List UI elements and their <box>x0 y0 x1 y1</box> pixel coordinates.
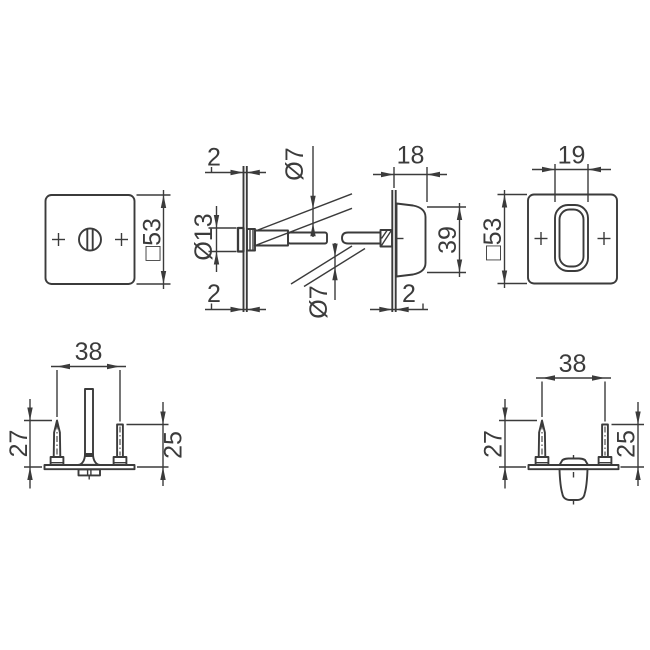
dim-label-boss-diameter: Ø13 <box>190 213 218 260</box>
thumb-turn-grip-front <box>554 204 589 272</box>
dimension-screw-spacing: 38 <box>536 350 611 422</box>
escutcheon-plate-outline <box>44 194 136 285</box>
dim-label-grip-height: 39 <box>434 226 462 254</box>
dim-label-spindle-diameter-bottom: Ø7 <box>305 285 333 318</box>
cross-mark-right <box>597 232 611 245</box>
dim-label-grip-width: 19 <box>558 142 586 170</box>
cross-mark-left <box>534 232 548 245</box>
emergency-release-slot <box>78 227 102 252</box>
dim-label-plate-size-right: □53 <box>479 218 507 261</box>
spindle-assembly <box>341 229 393 248</box>
cross-mark-left <box>52 233 65 246</box>
dim-label-grip-depth: 18 <box>397 142 425 170</box>
dim-label-screw-length-right: 27 <box>480 430 508 458</box>
view-release-side: 2 2 Ø13 Ø7 <box>190 144 353 313</box>
spindle-assembly <box>246 228 328 252</box>
dim-label-screw-length-left: 27 <box>5 430 33 458</box>
turn-bearing-dome <box>558 455 589 466</box>
dim-label-thickness-top: 2 <box>207 144 221 172</box>
dim-label-plate-size-left: □53 <box>139 218 167 261</box>
dimension-plate-size: □53 <box>479 190 527 288</box>
cross-mark-right <box>115 233 128 246</box>
dimension-screw-length: 27 <box>480 399 537 489</box>
dim-label-spindle-diameter-top: Ø7 <box>281 147 309 180</box>
thumb-turn-grip-bottom <box>558 468 589 505</box>
dimension-spindle-diameter-bottom: Ø7 <box>290 243 366 319</box>
dimension-boss-diameter: Ø13 <box>190 206 237 272</box>
dim-label-thickness-bottom: 2 <box>402 280 416 308</box>
view-release-plate-front: □53 <box>44 190 171 289</box>
dim-label-stud-length-right: 25 <box>613 430 641 458</box>
dim-label-screw-spacing-right: 38 <box>559 350 587 378</box>
release-boss <box>236 226 245 253</box>
dimension-stud-length: 25 <box>611 402 644 486</box>
dim-label-screw-spacing-left: 38 <box>75 338 103 366</box>
dimension-plate-size: □53 <box>136 190 171 289</box>
dim-label-stud-length-left: 25 <box>160 431 188 459</box>
dimension-stud-length: 25 <box>126 402 188 486</box>
view-turn-fixing: 38 27 <box>480 350 644 505</box>
view-turn-side: 18 39 Ø7 2 <box>290 142 466 319</box>
dimension-grip-depth: 18 <box>373 142 447 202</box>
view-turn-plate-front: 19 □53 <box>479 142 618 288</box>
fixing-nut-under-plate <box>77 468 101 480</box>
thumb-turn-grip-side <box>395 202 427 278</box>
dimension-screw-length: 27 <box>5 399 52 489</box>
dimension-spindle-diameter-top: Ø7 <box>253 146 353 247</box>
dimension-grip-height: 39 <box>427 203 466 277</box>
dimension-thickness-bottom: 2 <box>205 280 266 313</box>
dimension-thickness-top: 2 <box>205 144 266 176</box>
dimension-screw-spacing: 38 <box>51 338 126 422</box>
dimension-thickness-bottom: 2 <box>370 280 428 313</box>
dimension-grip-width: 19 <box>532 142 611 202</box>
escutcheon-plate-outline <box>527 193 618 285</box>
view-release-fixing: 38 27 <box>5 338 188 489</box>
spindle-front <box>77 388 101 466</box>
dim-label-thickness-bottom: 2 <box>207 280 221 308</box>
